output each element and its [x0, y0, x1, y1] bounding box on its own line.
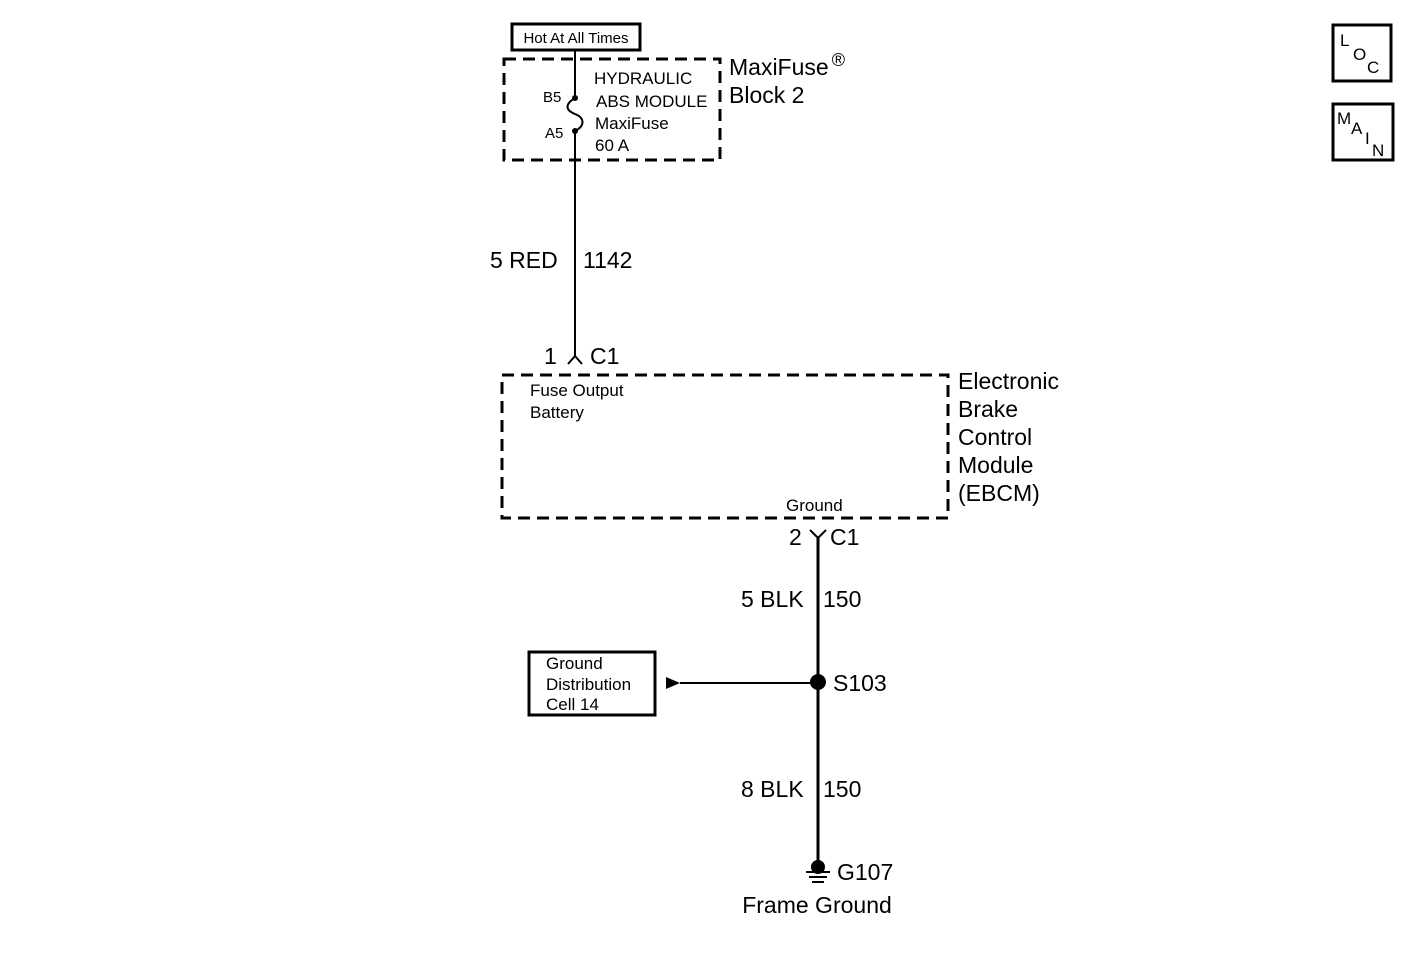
- wire-lower-circuit: 150: [823, 776, 861, 802]
- fuse-icon: [566, 97, 584, 132]
- main-letter: I: [1365, 129, 1370, 148]
- loc-letter: O: [1353, 45, 1366, 64]
- wire-upper-gauge-color: 5 BLK: [741, 586, 804, 612]
- ebcm-title-line: Brake: [958, 396, 1018, 422]
- wire-1142-gauge-color: 5 RED: [490, 247, 558, 273]
- loc-button[interactable]: L O C: [1331, 23, 1393, 83]
- main-letter: M: [1337, 109, 1351, 128]
- connector-top-name: C1: [590, 343, 619, 369]
- loc-letter: C: [1367, 58, 1379, 77]
- terminal-b5-label: B5: [543, 89, 561, 106]
- ebcm-title: Electronic Brake Control Module (EBCM): [958, 368, 1059, 506]
- main-letter: N: [1372, 141, 1384, 160]
- fuse-line: 60 A: [595, 136, 630, 155]
- wire-lower-gauge-color: 8 BLK: [741, 776, 804, 802]
- ebcm-title-line: Control: [958, 424, 1032, 450]
- splice-name: S103: [833, 670, 887, 696]
- ebcm-title-line: Module: [958, 452, 1033, 478]
- wire-1142-circuit: 1142: [583, 247, 632, 273]
- wire-upper-circuit: 150: [823, 586, 861, 612]
- ground-distribution-line: Ground: [546, 654, 603, 673]
- power-source-label: Hot At All Times: [523, 30, 628, 47]
- main-button[interactable]: M A I N: [1331, 102, 1395, 162]
- ground-point-description: Frame Ground: [742, 892, 892, 918]
- ground-point-name: G107: [837, 859, 893, 885]
- loc-letter: L: [1340, 31, 1349, 50]
- main-letter: A: [1351, 119, 1363, 138]
- ebcm-outline: [500, 373, 950, 520]
- terminal-a5-label: A5: [545, 125, 563, 142]
- ground-distribution-link[interactable]: Ground Distribution Cell 14: [527, 650, 657, 717]
- ebcm-title-line: Electronic: [958, 368, 1059, 394]
- connector-bottom-pin: 2: [789, 524, 802, 550]
- fuse-block-outline: [502, 57, 722, 162]
- power-source-box: Hot At All Times: [510, 22, 642, 52]
- ebcm-ground-label: Ground: [786, 496, 843, 515]
- fuse-description: HYDRAULIC ABS MODULE MaxiFuse 60 A: [594, 69, 707, 155]
- connector-bottom-name: C1: [830, 524, 859, 550]
- ground-distribution-line: Cell 14: [546, 695, 599, 714]
- ebcm-input-label: Fuse Output: [530, 381, 624, 400]
- ebcm-title-line: (EBCM): [958, 480, 1040, 506]
- ground-distribution-line: Distribution: [546, 675, 631, 694]
- connector-top-pin: 1: [544, 343, 557, 369]
- fuse-line: MaxiFuse: [595, 114, 669, 133]
- arrow-left-icon: [666, 677, 680, 689]
- fuse-line: HYDRAULIC: [594, 69, 692, 88]
- fuse-block-title-line2: Block 2: [729, 82, 804, 108]
- connector-c1-pin2-icon: [809, 529, 827, 540]
- ground-icon: [806, 860, 830, 883]
- ebcm-input-label: Battery: [530, 403, 584, 422]
- connector-c1-pin1-icon: [567, 354, 583, 365]
- fuse-line: ABS MODULE: [596, 92, 707, 111]
- fuse-block-title: MaxiFuse®: [729, 50, 845, 80]
